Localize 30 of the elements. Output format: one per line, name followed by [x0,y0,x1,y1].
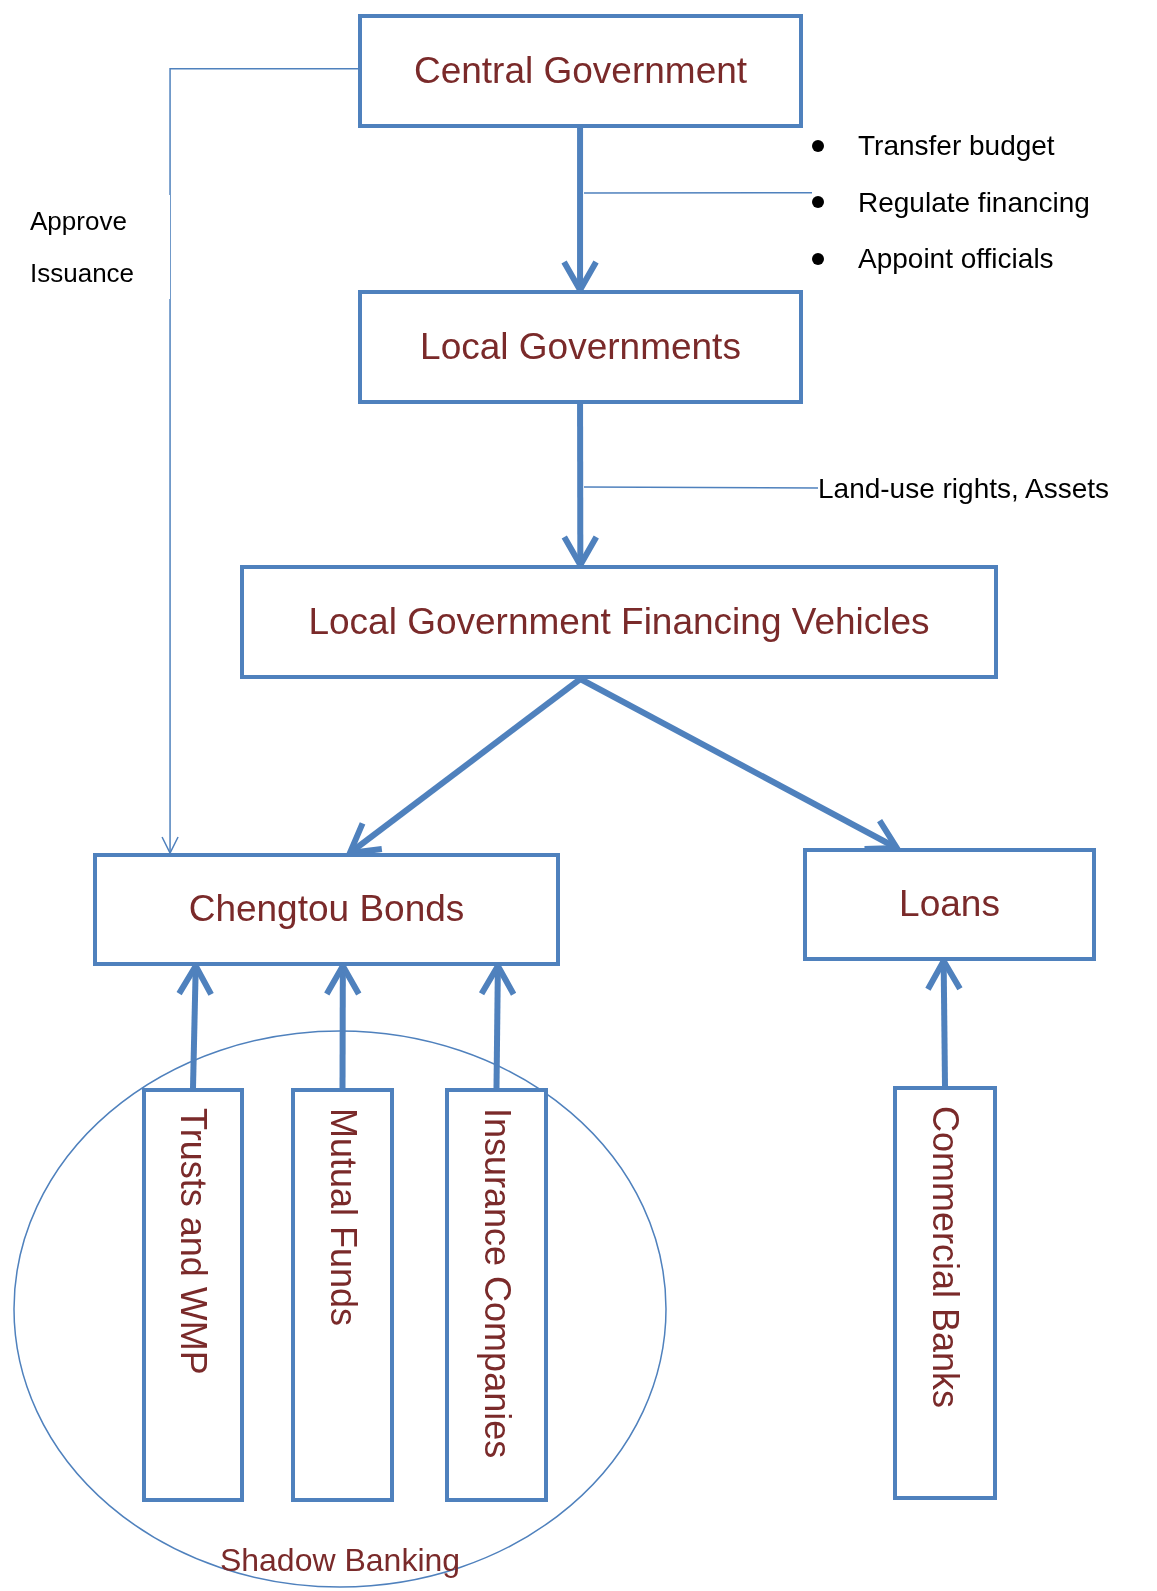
node-label: Insurance Companies [478,1108,515,1459]
process-box [240,565,998,679]
node-label: Trusts and WMP [175,1108,211,1375]
arrow [161,67,359,854]
group-ellipse [13,1030,667,1588]
node-label: Commercial Banks [927,1106,963,1409]
bullet-text: Transfer budget [858,129,1055,163]
process-box [358,290,803,404]
node-label: Local Government Financing Vehicles [308,599,930,644]
process-box [893,1086,997,1500]
process-box [803,848,1096,961]
arrow [561,128,600,293]
group-label: Shadow Banking [219,1544,461,1576]
node-label: Mutual Funds [324,1108,361,1327]
node-label: Chengtou Bonds [188,887,465,932]
leader-line [583,191,813,194]
annotation-label: Land-use rights, Assets [818,471,1110,506]
process-box [358,14,803,128]
arrow [561,404,600,568]
process-box [142,1088,244,1502]
node-label: Central Government [413,48,748,93]
bullet-text: Regulate financing [858,185,1090,220]
edge-label: Approve Issuance [30,195,170,299]
process-box [291,1088,394,1502]
node-label: Loans [899,882,1000,927]
process-box [93,853,560,966]
process-box [445,1088,548,1502]
node-label: Local Governments [420,324,741,369]
bullet-text: Appoint officials [858,242,1054,276]
leader-line [583,486,819,489]
